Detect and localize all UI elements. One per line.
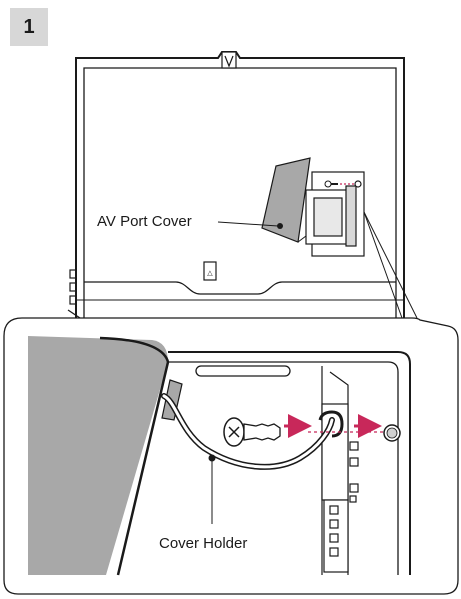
av-port-housing — [305, 171, 365, 257]
rating-label-icon: △ — [203, 261, 217, 281]
tv-back-overview: △ — [67, 51, 418, 319]
step-number: 1 — [23, 15, 35, 38]
cover-holder-label: Cover Holder — [159, 535, 247, 552]
av-port-cover-label: AV Port Cover — [97, 213, 192, 230]
zoom-detail — [3, 317, 459, 595]
small-screw-icon — [324, 180, 338, 188]
screw-hole-icon — [383, 424, 401, 442]
step-number-badge: 1 — [10, 8, 48, 46]
top-clip-icon — [221, 51, 237, 69]
screw-icon — [223, 417, 281, 447]
svg-text:△: △ — [207, 270, 213, 277]
av-port-cover-zoom — [28, 336, 168, 575]
av-port-cover — [261, 157, 311, 243]
